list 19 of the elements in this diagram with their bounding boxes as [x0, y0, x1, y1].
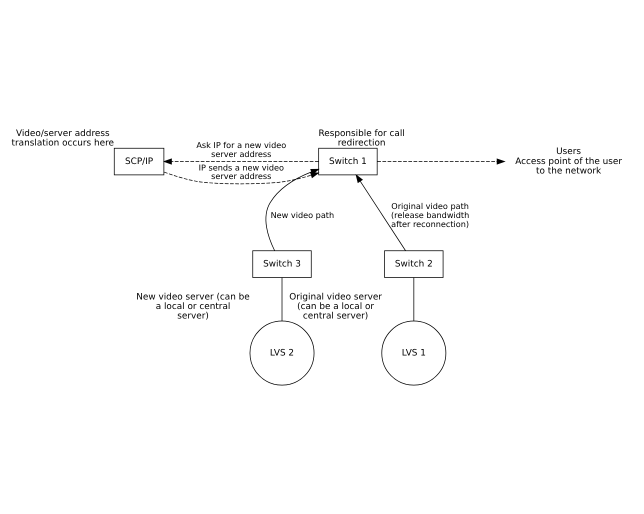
- edge-label: Ask IP for a new video server address: [196, 140, 286, 159]
- connector: [413, 277, 414, 322]
- node-label: Original video server (can be a local or central server): [289, 292, 382, 322]
- node-text: Users Access point of the user to the network: [515, 147, 622, 176]
- node-label: New video server (can be a local or central server): [136, 292, 250, 322]
- node-label: Video/server address translation occurs here: [12, 129, 114, 149]
- node-circle: LVS 1: [381, 320, 446, 386]
- arrow: [376, 158, 506, 165]
- node-box: Switch 3: [252, 250, 312, 278]
- node-label: Responsible for call redirection: [318, 129, 405, 149]
- node-circle: LVS 2: [250, 320, 314, 386]
- edge-label: IP sends a new video server address: [198, 162, 284, 182]
- edge-label: Original video path (release bandwidth after reconnection): [391, 201, 470, 229]
- node-box: Switch 2: [384, 250, 444, 278]
- arrow: [162, 158, 319, 165]
- node-box: Switch 1: [318, 148, 378, 176]
- node-box: SCP/IP: [114, 148, 164, 176]
- edge-label: New video path: [270, 210, 334, 220]
- arrow: [356, 174, 406, 251]
